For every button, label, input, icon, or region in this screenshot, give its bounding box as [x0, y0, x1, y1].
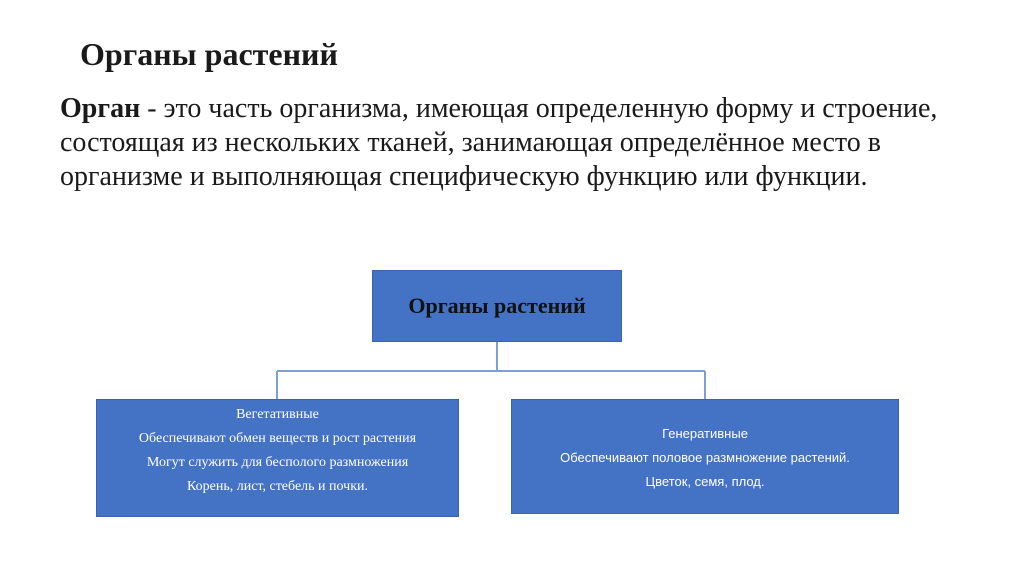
generative-line-2: Цветок, семя, плод. — [645, 474, 765, 489]
vegetative-organs-box: Вегетативные Обеспечивают обмен веществ … — [96, 399, 459, 517]
generative-title: Генеративные — [662, 426, 748, 441]
generative-line-1: Обеспечивают половое размножение растени… — [560, 450, 850, 465]
generative-organs-box: Генеративные Обеспечивают половое размно… — [511, 399, 899, 514]
definition-term: Орган — [60, 93, 141, 124]
vegetative-line-2: Могут служить для бесполого размножения — [146, 455, 409, 470]
definition-text: - это часть организма, имеющая определен… — [60, 93, 938, 192]
slide-title: Органы растений — [80, 36, 338, 72]
vegetative-line-3: Корень, лист, стебель и почки. — [186, 479, 368, 494]
vegetative-title: Вегетативные — [236, 407, 319, 422]
diagram-root-box: Органы растений — [372, 270, 622, 342]
definition-paragraph: Орган - это часть организма, имеющая опр… — [60, 92, 940, 194]
vegetative-line-1: Обеспечивают обмен веществ и рост растен… — [138, 431, 417, 446]
